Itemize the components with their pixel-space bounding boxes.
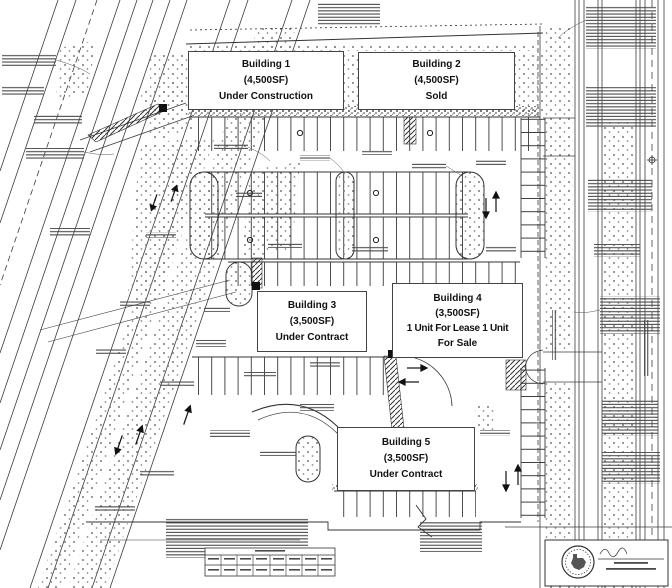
building-2-label: Building 2 (4,500SF) Sold: [358, 52, 515, 110]
building-1-status: Under Construction: [219, 90, 313, 102]
building-3-status: Under Contract: [275, 331, 349, 343]
building-5-status: Under Contract: [369, 469, 443, 480]
building-4-status-line-1: 1 Unit For Lease 1 Unit: [406, 322, 509, 334]
leader-lines: [55, 19, 601, 353]
building-4-size: (3,500SF): [435, 307, 480, 319]
annotation-text-blocks: [2, 2, 660, 558]
building-2-name: Building 2: [412, 59, 461, 70]
site-data-table: [204, 547, 336, 577]
building-1-label: Building 1 (4,500SF) Under Construction: [188, 51, 344, 110]
building-5-label: Building 5 (3,500SF) Under Contract: [337, 427, 475, 491]
engineer-seal-block: [544, 539, 669, 587]
traffic-arrows: [114, 184, 522, 493]
building-1-size: (4,500SF): [243, 74, 289, 86]
benchmark-icon: [647, 155, 657, 165]
building-5-name: Building 5: [381, 437, 431, 448]
seal-signature: [598, 547, 664, 570]
building-1-name: Building 1: [241, 58, 291, 70]
building-2-status: Sold: [425, 91, 448, 102]
building-5-size: (3,500SF): [383, 453, 429, 464]
texas-seal-icon: [561, 545, 595, 579]
building-3-name: Building 3: [287, 299, 337, 311]
parking-rows: [189, 116, 540, 517]
building-4-label: Building 4 (3,500SF) 1 Unit For Lease 1 …: [392, 283, 523, 358]
building-4-name: Building 4: [433, 292, 482, 304]
building-2-size: (4,500SF): [414, 75, 459, 86]
right-street: [505, 0, 672, 588]
building-3-size: (3,500SF): [289, 315, 335, 327]
building-3-label: Building 3 (3,500SF) Under Contract: [257, 291, 367, 352]
building-4-status-line-2: For Sale: [437, 337, 478, 349]
